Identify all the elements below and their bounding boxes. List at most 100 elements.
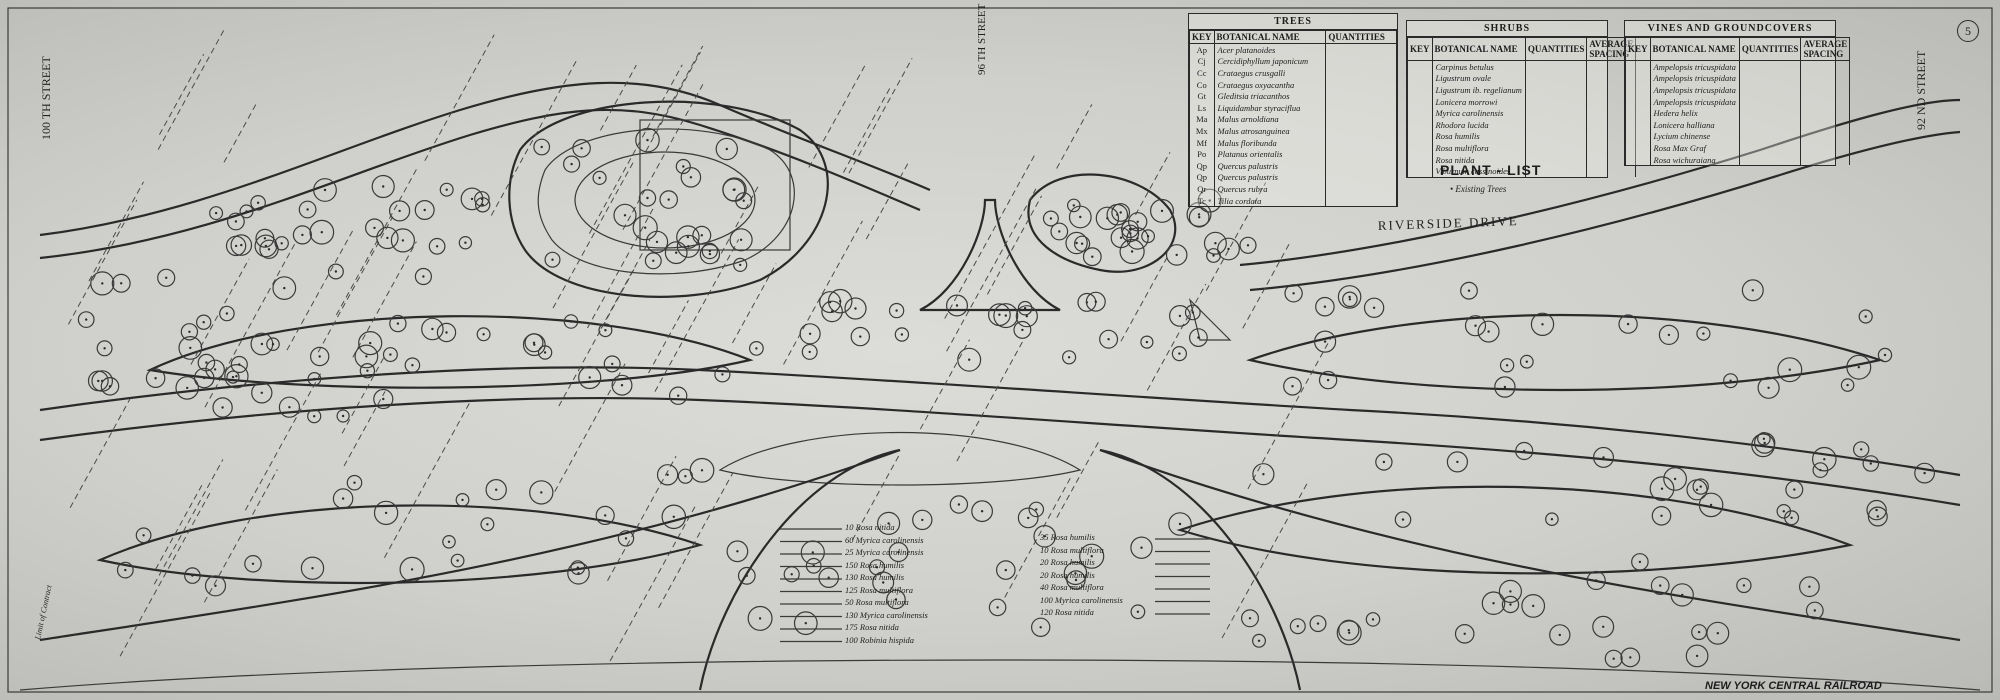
tree-center xyxy=(1883,353,1887,357)
trees-key-cell: Tc xyxy=(1189,194,1215,207)
tree-center xyxy=(708,249,711,253)
tree-symbol xyxy=(1464,315,1487,337)
tree-center xyxy=(689,176,693,179)
leader-line xyxy=(157,30,225,150)
tree-symbol xyxy=(399,556,425,583)
leader-line xyxy=(1242,242,1291,329)
vines-qty-cell xyxy=(1738,153,1802,166)
tree-symbol xyxy=(544,251,561,268)
tree-center xyxy=(1751,289,1755,292)
riverside-drive-label: RIVERSIDE DRIVE xyxy=(1378,213,1519,233)
tree-center xyxy=(1558,633,1562,637)
tree-center xyxy=(486,523,489,526)
tree-symbol xyxy=(1867,506,1888,527)
tree-center xyxy=(445,188,448,191)
tree-center xyxy=(464,241,467,244)
tree-center xyxy=(1602,456,1605,459)
shrubs-row: Ligustrum ovale xyxy=(1407,72,1637,85)
trees-key-cell: Qr xyxy=(1189,183,1215,195)
parkway-upper xyxy=(39,366,1961,477)
tree-center xyxy=(1191,311,1195,314)
tree-symbol xyxy=(912,509,933,531)
tree-center xyxy=(251,562,255,565)
shrubs-key-cell xyxy=(1407,84,1433,96)
lens-right xyxy=(1246,313,1885,392)
vines-name-cell: Lycium chinense xyxy=(1649,130,1740,143)
tree-symbol xyxy=(1862,455,1880,472)
tree-center xyxy=(569,320,573,323)
tree-symbol xyxy=(224,364,249,389)
tree-center xyxy=(894,598,898,601)
tree-center xyxy=(1227,247,1230,251)
trees-name-cell: Crataegus oxyacantha xyxy=(1213,78,1327,91)
trees-qty-cell xyxy=(1325,101,1397,114)
tree-symbol xyxy=(480,517,495,532)
tree-symbol xyxy=(1736,577,1752,594)
tree-symbol xyxy=(1042,210,1059,227)
tree-symbol xyxy=(1592,446,1614,468)
tree-center xyxy=(1612,657,1615,660)
shrubs-qty-cell xyxy=(1524,118,1588,131)
shrubs-name-cell: Lonicera morrowi xyxy=(1431,95,1526,108)
callout-label: 40 Rosa multiflora xyxy=(1040,582,1104,592)
tree-center xyxy=(1523,449,1526,453)
tree-center xyxy=(1401,518,1405,521)
tree-center xyxy=(396,322,400,325)
tree-symbol xyxy=(455,493,470,507)
vines-spacing-cell xyxy=(1800,153,1851,166)
tree-center xyxy=(604,329,607,332)
tree-symbol xyxy=(749,341,764,356)
upper-drive-edge-2 xyxy=(39,108,921,260)
vines-row: Ampelopsis tricuspidata xyxy=(1625,95,1851,108)
tree-center xyxy=(620,384,624,387)
tree-center xyxy=(260,342,264,346)
street-label-92: 92 ND STREET xyxy=(1914,50,1928,130)
tree-center xyxy=(672,515,675,518)
tree-center xyxy=(1876,515,1880,518)
tree-symbol xyxy=(1521,594,1546,618)
tree-symbol xyxy=(1141,229,1155,244)
leader-line xyxy=(69,397,131,509)
shrubs-row: Rhodora lucida xyxy=(1407,118,1637,131)
tree-center xyxy=(318,355,321,358)
tree-symbol xyxy=(336,409,350,423)
tree-symbol xyxy=(659,190,678,209)
tree-center xyxy=(234,244,238,248)
tree-symbol xyxy=(957,347,982,372)
tree-center xyxy=(301,233,304,237)
tree-symbol xyxy=(1149,198,1174,223)
tree-symbol xyxy=(692,225,712,245)
leader-line xyxy=(600,64,637,131)
tree-center xyxy=(604,514,607,517)
tree-center xyxy=(231,375,235,379)
tree-symbol xyxy=(442,534,456,549)
tree-center xyxy=(684,475,687,478)
tree-center xyxy=(1119,236,1123,239)
tree-symbol xyxy=(1777,357,1803,383)
tree-center xyxy=(1595,579,1598,582)
tree-center xyxy=(313,415,316,418)
tree-center xyxy=(435,245,439,248)
tree-symbol xyxy=(747,605,773,631)
trees-key-cell: Mf xyxy=(1189,136,1215,149)
triangle-island xyxy=(919,198,1061,312)
tree-center xyxy=(1291,385,1294,388)
shrubs-name-cell: Rhodora lucida xyxy=(1431,118,1526,131)
tree-center xyxy=(1175,253,1178,257)
tree-center xyxy=(1323,340,1327,343)
tree-symbol xyxy=(1812,446,1837,472)
trees-name-cell: Crataegus crusgalli xyxy=(1213,67,1327,79)
tree-symbol xyxy=(1454,623,1475,644)
tree-symbol xyxy=(414,267,432,286)
tree-symbol xyxy=(1785,480,1804,499)
tree-symbol xyxy=(1252,463,1275,486)
tree-center xyxy=(1503,385,1507,389)
tree-center xyxy=(882,581,885,584)
shrubs-key-cell xyxy=(1407,95,1433,108)
tree-symbol xyxy=(96,340,113,357)
tree-center xyxy=(790,573,793,576)
tree-center xyxy=(366,369,369,372)
